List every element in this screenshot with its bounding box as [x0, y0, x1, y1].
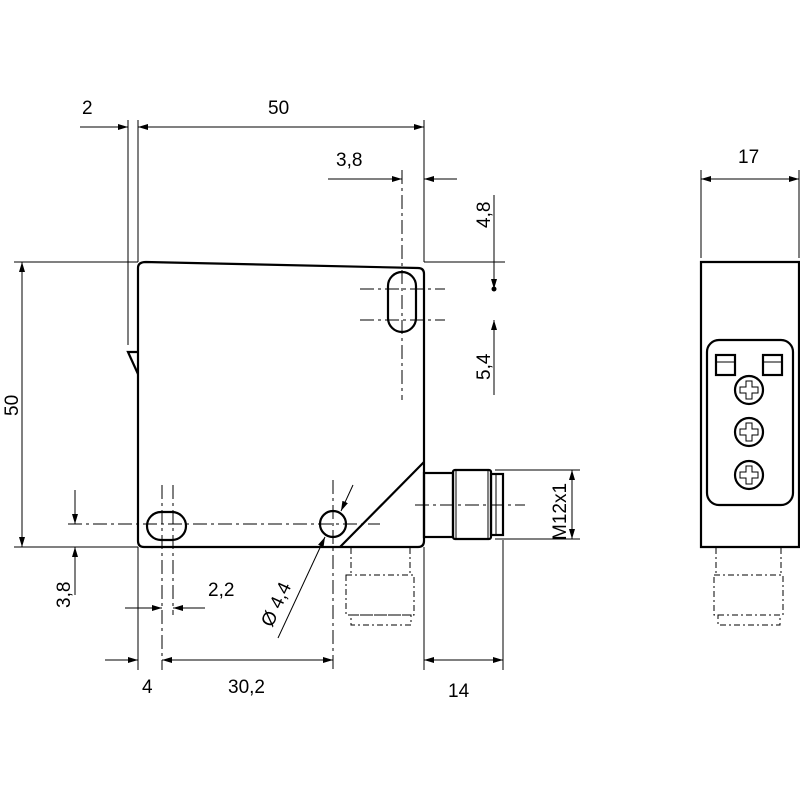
dim-slot-offset: 3,8 — [336, 150, 362, 171]
dim-slot-length: 5,4 — [474, 353, 495, 380]
dim-width: 50 — [268, 98, 289, 119]
connector-alt-position — [345, 548, 784, 626]
led-indicator — [714, 353, 737, 377]
dim-top-offset: 2 — [82, 98, 93, 119]
dimension-lines — [19, 124, 799, 663]
dim-slot-top: 4,8 — [474, 202, 495, 228]
adjust-screw-icon — [733, 416, 765, 448]
led-indicator — [761, 353, 784, 377]
dim-bottom-offset: 3,8 — [54, 582, 75, 608]
dim-slot-width: 2,2 — [208, 580, 234, 601]
dim-thread: M12x1 — [550, 483, 571, 540]
dim-connector-length: 14 — [448, 681, 470, 702]
control-panel — [705, 338, 795, 507]
dim-depth: 17 — [738, 147, 759, 168]
dim-hole-spacing: 30,2 — [228, 677, 265, 698]
sensor-side-view — [699, 260, 800, 549]
dim-hole-diameter: Ø 4,4 — [257, 579, 296, 630]
sensor-front-view — [126, 260, 426, 549]
adjust-screw-icon — [733, 374, 765, 406]
dimension-labels: 2 50 3,8 4,8 5,4 50 3,8 2,2 Ø 4,4 4 30,2… — [2, 98, 759, 702]
extension-lines — [14, 120, 800, 670]
dim-left-offset: 4 — [142, 677, 153, 698]
center-lines — [68, 170, 525, 670]
adjust-screw-icon — [733, 459, 765, 491]
mounting-slot-horizontal — [145, 510, 188, 542]
dim-height: 50 — [2, 395, 23, 416]
